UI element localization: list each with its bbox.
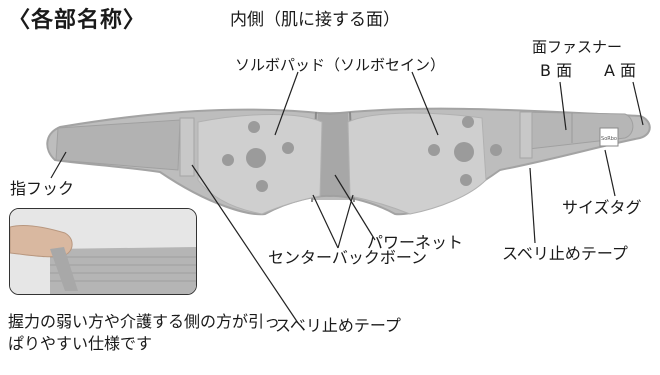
pad-dots-left: [222, 121, 294, 192]
label-size-tag: サイズタグ: [562, 198, 642, 217]
pad-dots-right: [428, 116, 502, 186]
label-center-back-bone: センターバックボーン: [268, 248, 428, 267]
belt-left-strap: [55, 119, 181, 171]
label-solbo-pad: ソルボパッド（ソルボセイン）: [235, 56, 446, 74]
slip-tape-left: [179, 117, 195, 177]
slip-tape-right: [519, 111, 533, 159]
fastener-strip: [519, 111, 634, 151]
label-power-net: パワーネット: [367, 233, 464, 252]
label-slip-tape-bottom: スベリ止めテープ: [275, 316, 401, 335]
view-subtitle: 内側（肌に接する面）: [230, 10, 400, 30]
label-fastener-a: A 面: [604, 61, 637, 80]
label-slip-tape-right: スベリ止めテープ: [502, 244, 628, 263]
finger-hook-caption: 握力の弱い方や介護する側の方が引っぱりやすい仕様です: [8, 312, 281, 353]
label-fastener-header: 面ファスナー: [532, 38, 623, 56]
finger-hook-photo-illustration: [10, 209, 196, 294]
section-title: 〈各部名称〉: [8, 8, 147, 33]
size-tag-text: SoRbo: [601, 136, 617, 142]
label-finger-hook: 指フック: [10, 179, 75, 198]
solbo-pad-right: [347, 112, 487, 215]
label-fastener-b: B 面: [540, 61, 573, 80]
size-tag: [599, 127, 619, 147]
finger-hook-photo: [9, 208, 197, 295]
leader-lines: [50, 71, 644, 324]
